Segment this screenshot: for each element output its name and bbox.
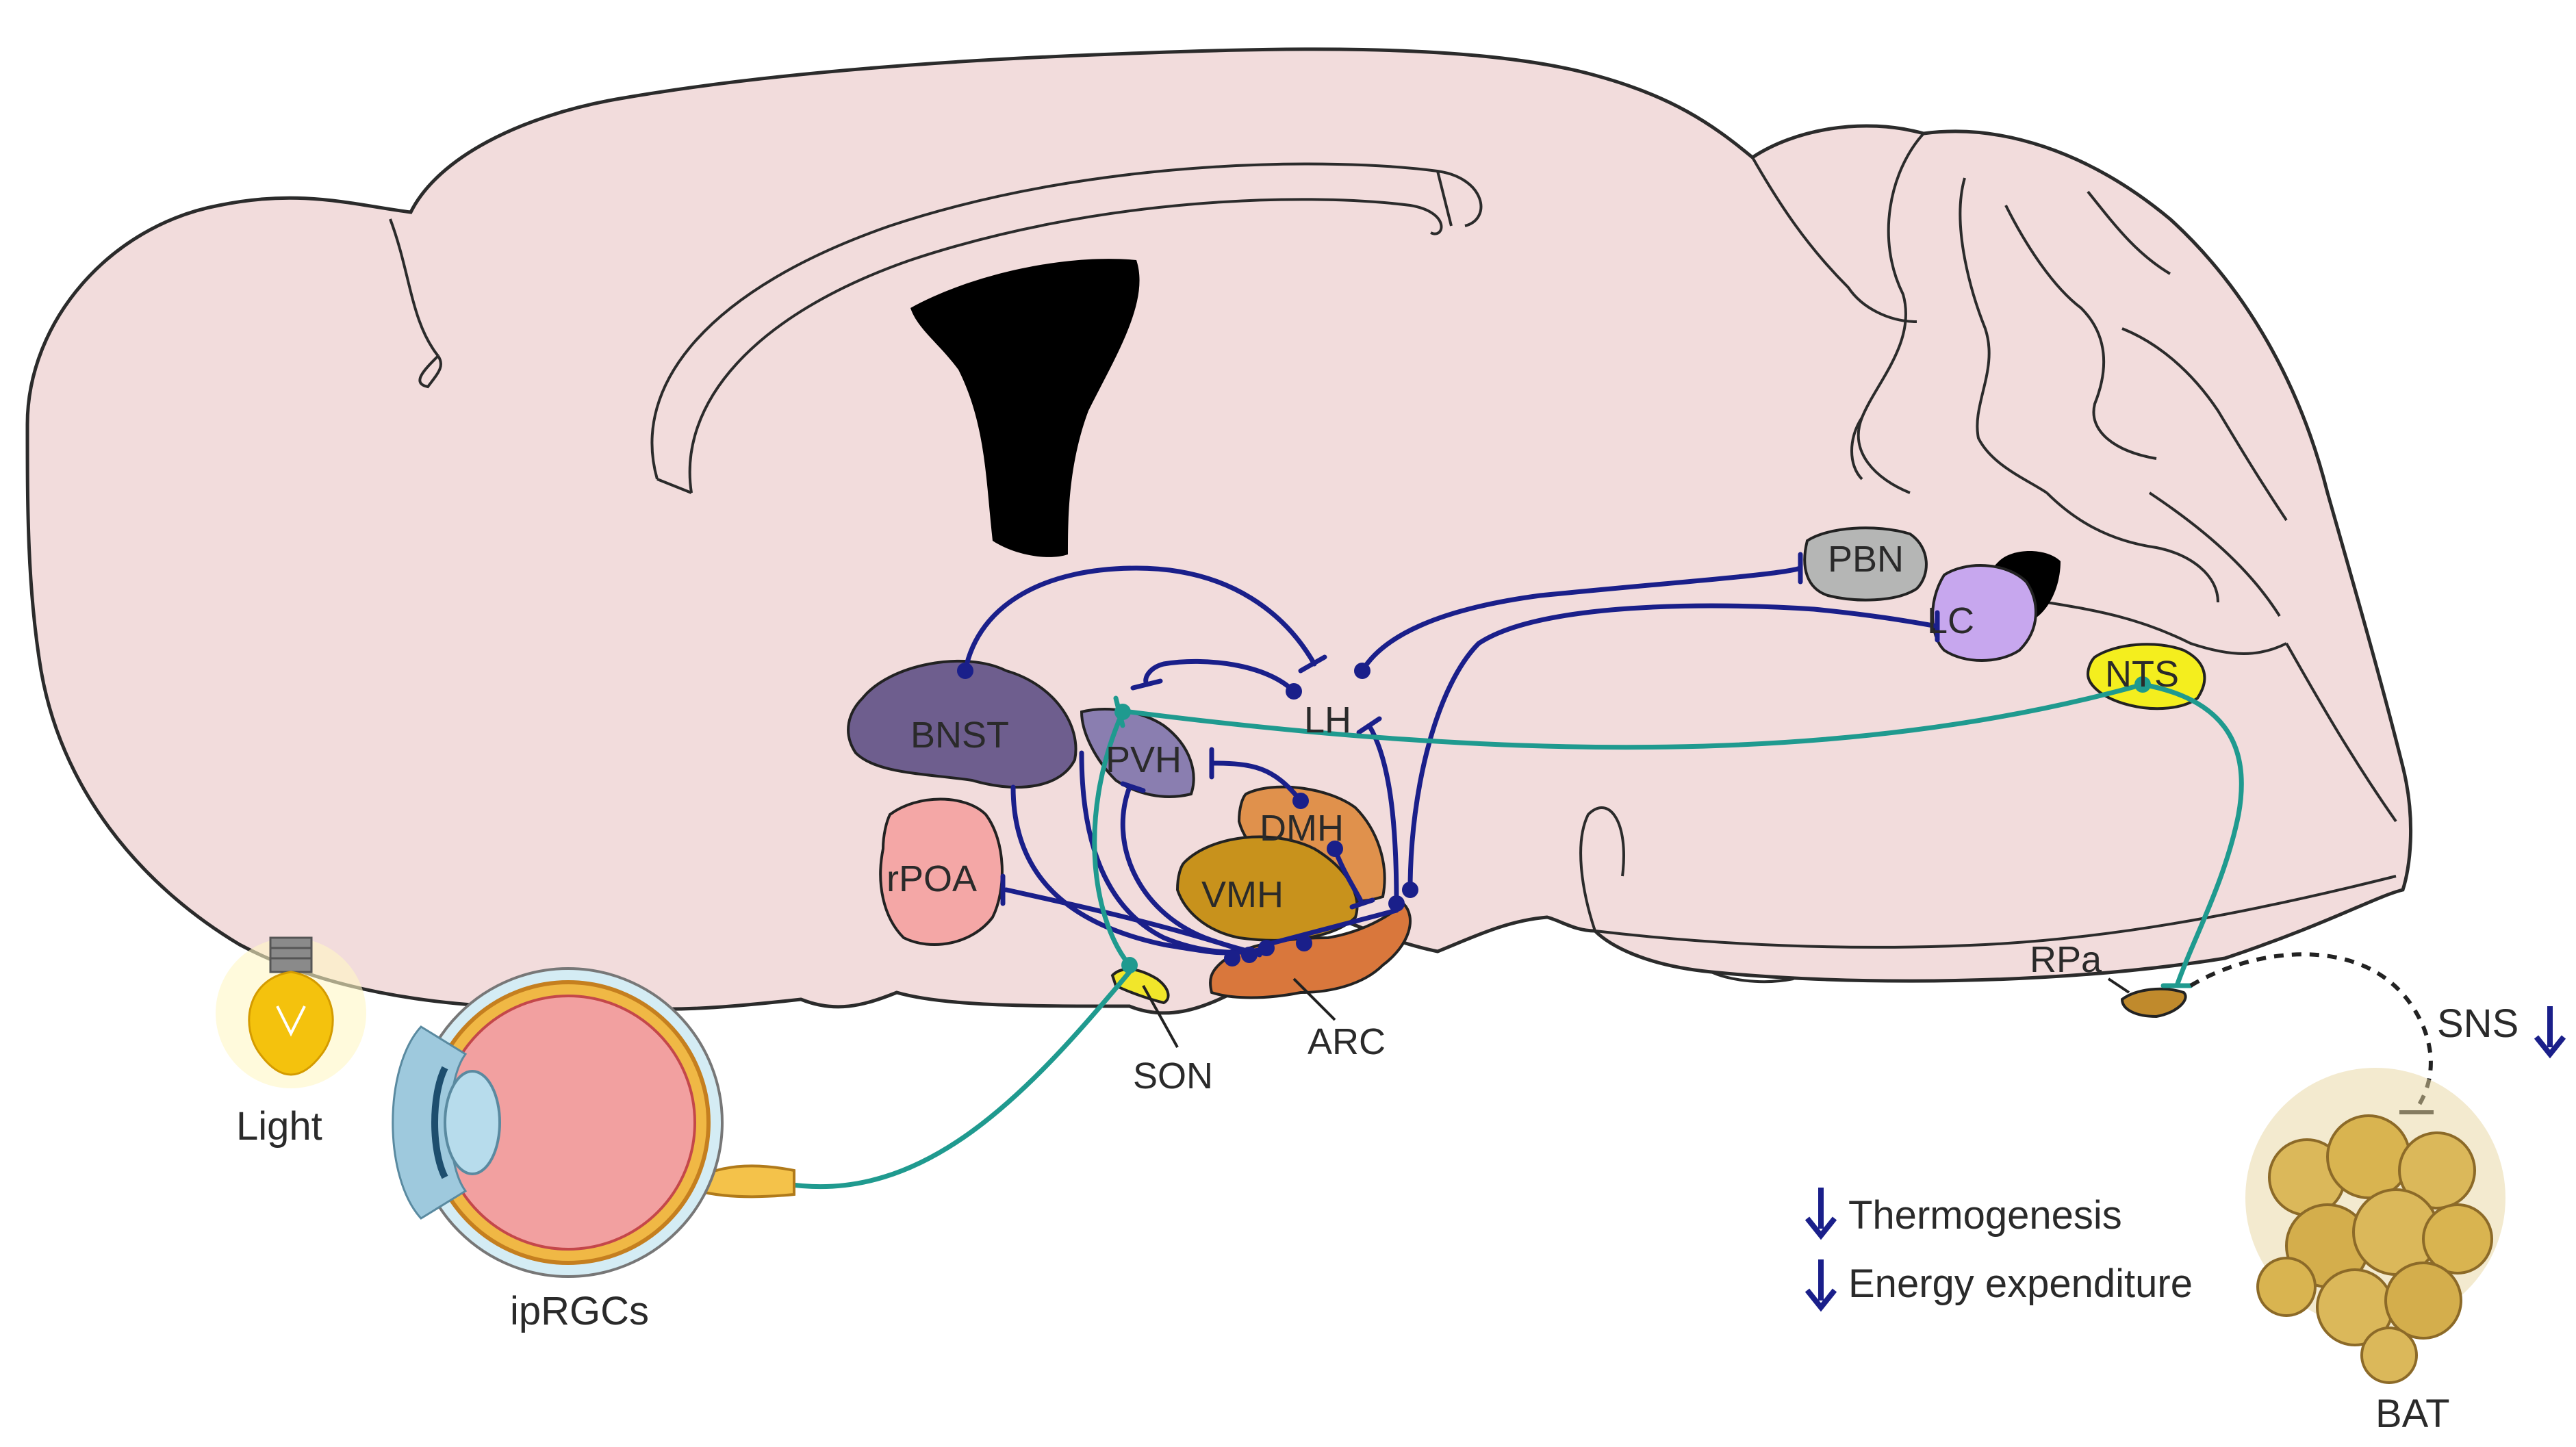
excitatory-projections <box>962 552 1940 958</box>
annotation-labels: Light ipRGCs BAT SNS Thermogenesis Energ… <box>236 1001 2518 1436</box>
retinal-and-brainstem-projections <box>779 676 2244 1192</box>
label-vmh: VMH <box>1201 874 1284 915</box>
brain-nuclei <box>847 526 2206 1019</box>
rpa-region <box>2120 987 2187 1019</box>
lc-region <box>1931 564 2037 662</box>
label-iprgcs: ipRGCs <box>510 1289 649 1333</box>
label-pvh: PVH <box>1106 739 1182 780</box>
label-son: SON <box>1133 1055 1213 1097</box>
fat-tissue-icon <box>2245 1068 2505 1384</box>
bnst-region <box>847 659 1077 789</box>
label-light: Light <box>236 1104 322 1149</box>
region-labels: BNST PVH LH DMH VMH rPOA ARC SON PBN LC … <box>887 539 2179 1097</box>
eye-icon <box>392 967 795 1278</box>
label-leaders <box>1142 977 2130 1048</box>
label-dmh: DMH <box>1260 808 1344 849</box>
vmh-region <box>1175 835 1359 942</box>
down-arrow-icon <box>1805 1006 2566 1312</box>
label-bnst: BNST <box>910 715 1009 756</box>
excitatory-terminals <box>957 663 1418 966</box>
label-pbn: PBN <box>1828 539 1904 580</box>
label-lc: LC <box>1927 600 1974 641</box>
label-nts: NTS <box>2105 654 2179 695</box>
label-thermogenesis: Thermogenesis <box>1848 1193 2122 1238</box>
label-rpoa: rPOA <box>887 858 977 899</box>
label-rpa: RPa <box>2030 939 2102 980</box>
light-bulb-icon <box>216 936 366 1088</box>
label-lh: LH <box>1304 700 1351 741</box>
label-sns: SNS <box>2437 1001 2518 1046</box>
arc-region <box>1209 901 1412 999</box>
label-bat: BAT <box>2375 1392 2450 1436</box>
brain-sagittal-section <box>25 47 2413 1015</box>
label-energy-expenditure: Energy expenditure <box>1848 1262 2193 1306</box>
rpoa-region <box>879 797 1004 946</box>
pbn-region <box>1803 526 1928 602</box>
label-arc: ARC <box>1308 1021 1386 1062</box>
